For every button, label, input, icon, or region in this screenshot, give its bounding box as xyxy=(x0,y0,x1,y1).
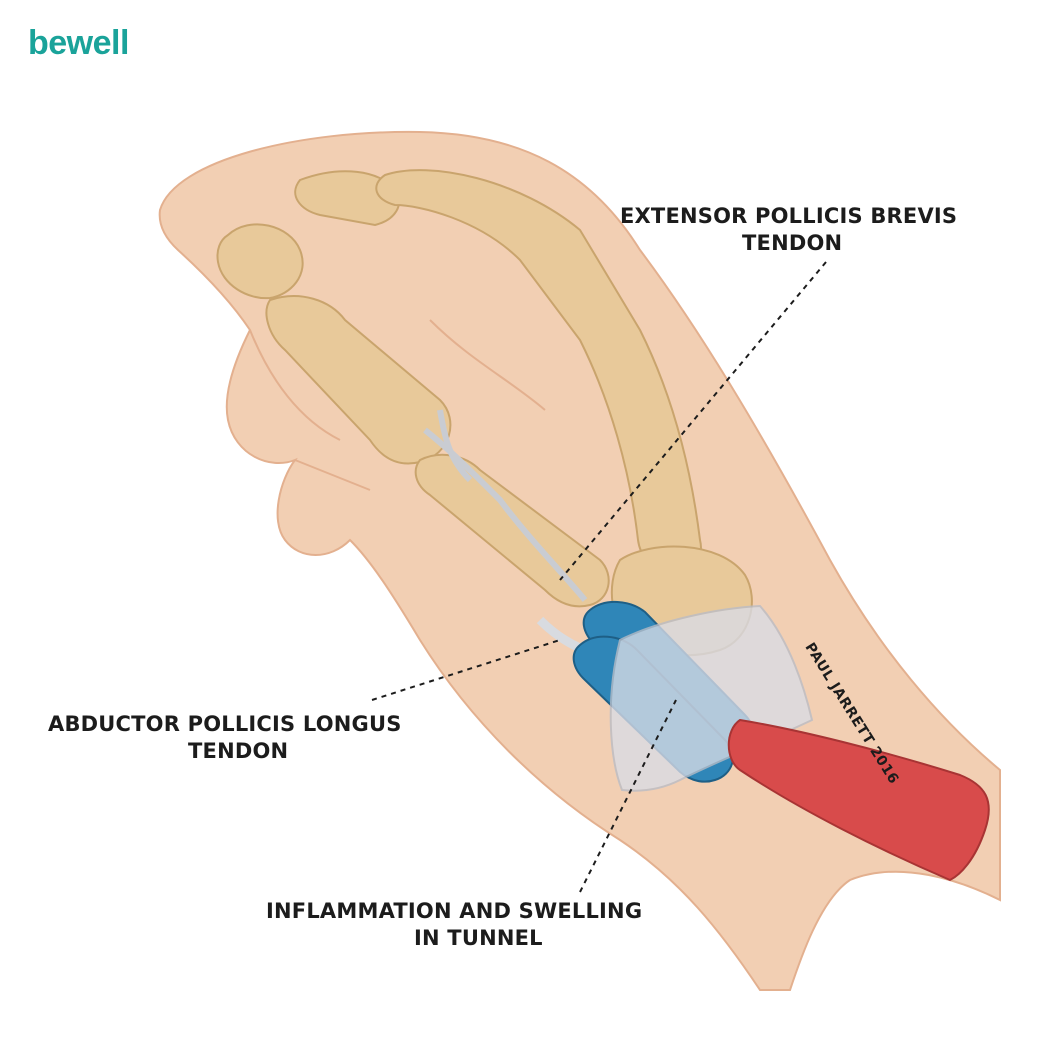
leader-line-abductor xyxy=(371,639,561,701)
label-line: TENDON xyxy=(742,231,843,255)
distal-phalanx-bone xyxy=(216,223,304,300)
palm-crease xyxy=(429,319,546,411)
tendon-fork xyxy=(437,409,473,483)
label-line: TENDON xyxy=(188,739,289,763)
label-abductor-pollicis-longus: ABDUCTOR POLLICIS LONGUS TENDON xyxy=(48,711,468,765)
label-line: EXTENSOR POLLICIS BREVIS xyxy=(620,204,958,228)
label-line: ABDUCTOR POLLICIS LONGUS xyxy=(48,712,402,736)
label-extensor-pollicis-brevis: EXTENSOR POLLICIS BREVIS TENDON xyxy=(620,203,1020,257)
brand-logo: bewell xyxy=(28,24,129,62)
finger-outline xyxy=(294,459,371,491)
label-inflammation: INFLAMMATION AND SWELLING IN TUNNEL xyxy=(266,898,726,952)
finger-outline xyxy=(249,329,341,441)
label-line: IN TUNNEL xyxy=(414,926,543,950)
label-line: INFLAMMATION AND SWELLING xyxy=(266,899,643,923)
index-phalanx-bone xyxy=(294,170,400,227)
forearm-muscle xyxy=(727,718,990,882)
